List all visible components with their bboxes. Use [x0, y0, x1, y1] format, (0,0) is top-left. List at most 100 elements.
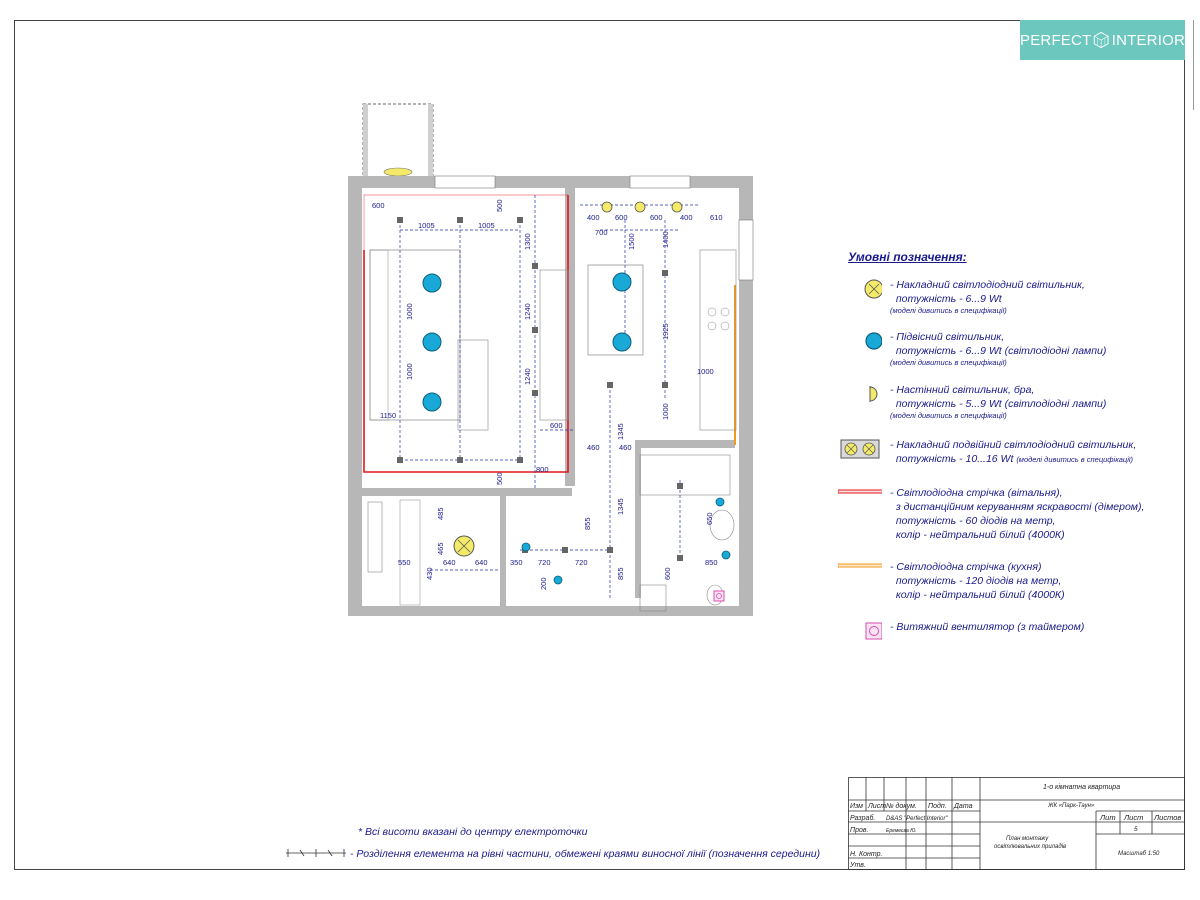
stamp-complex: ЖК «Парк-Таун» [1047, 803, 1095, 809]
dim-label: 460 [619, 443, 632, 452]
exhaust-fan-icon [865, 622, 882, 640]
wall-partition [565, 176, 575, 486]
dim-label: 465 [436, 542, 445, 555]
led-strip-red-icon [838, 489, 882, 494]
dim-label: 1345 [616, 498, 625, 515]
dim-label: 1000 [405, 303, 414, 320]
double-light-icon [840, 439, 880, 459]
dim-label: 1925 [661, 323, 670, 340]
pendant-light-icon [865, 332, 882, 350]
stamp-title-1: План монтажу [1006, 836, 1049, 842]
dim-label: 500 [495, 472, 504, 485]
dim-label: 1240 [523, 368, 532, 385]
stamp-project: 1-о кімнатна квартира [1043, 783, 1120, 791]
legend-text: - Світлодіодна стрічка (кухня) потужніст… [890, 561, 1065, 601]
legend-text: - Підвісний світильник, потужність - 6..… [890, 331, 1107, 357]
led-strip-living [363, 195, 569, 473]
dim-label: 1000 [405, 363, 414, 380]
dim-label: 640 [475, 558, 488, 567]
stamp-role: Пров. [850, 827, 869, 834]
legend-text: - Накладний подвійний світлодіодний світ… [890, 439, 1137, 465]
dim-label: 350 [510, 558, 523, 567]
stamp-role: Н. Контр. [850, 851, 882, 858]
dim-label: 400 [587, 213, 600, 222]
washing-machine [639, 584, 667, 612]
dim-label: 600 [372, 201, 385, 210]
pendant-light-icon [422, 332, 442, 352]
dim-label: 650 [705, 512, 714, 525]
stamp-checker: Еремеєва Ю. [886, 828, 917, 834]
stamp-title-2: освітлювальних приладів [994, 844, 1066, 850]
dim-label: 600 [615, 213, 628, 222]
balcony-wall-light-icon [383, 167, 413, 177]
wall-light-icon [869, 386, 878, 402]
stamp-sheet-header: Лит [1099, 813, 1116, 822]
kitchen-counter [699, 249, 737, 431]
dim-label: 500 [495, 199, 504, 212]
dim-label: 550 [398, 558, 411, 567]
title-block: 1-о кімнатна квартира ЖК «Парк-Таун» Изм… [848, 777, 1185, 870]
logo-text-right: INTERIOR [1111, 31, 1185, 49]
dim-label: 720 [575, 558, 588, 567]
dim-label: 460 [587, 443, 600, 452]
dim-label: 800 [536, 465, 549, 474]
dim-label: 600 [663, 567, 672, 580]
stamp-role: Утв. [849, 862, 866, 869]
dimension-lines [399, 195, 700, 600]
stamp-developer: D&AS "Perfect Interior" [886, 816, 948, 822]
legend-text: - Настінний світильник, бра, потужність … [890, 384, 1107, 410]
led-strip-orange-icon [838, 563, 882, 568]
pendant-light-icon [612, 332, 632, 352]
pendant-light-icon [612, 272, 632, 292]
stamp-scale: Масштаб 1:50 [1118, 851, 1160, 857]
surface-light-icon [671, 201, 683, 213]
dim-label: 1300 [523, 233, 532, 250]
surface-light-icon [864, 279, 882, 299]
stamp-header: № докум. [886, 802, 917, 810]
dim-label: 700 [595, 228, 608, 237]
dim-label: 430 [425, 567, 434, 580]
surface-light-icon [634, 201, 646, 213]
division-symbol-icon [286, 849, 346, 857]
dim-label: 1345 [616, 423, 625, 440]
note-division: - Розділення елемента на рівні частини, … [350, 848, 821, 860]
pendant-light-icon [422, 392, 442, 412]
stamp-sheet-header: Лист [1123, 813, 1143, 822]
stamp-header: Лист [867, 803, 886, 810]
dim-label: 1000 [661, 403, 670, 420]
dim-label: 1500 [627, 233, 636, 250]
pendant-light-icon [521, 542, 531, 552]
stamp-header: Подп. [928, 802, 947, 810]
dim-label: 720 [538, 558, 551, 567]
logo-text-left: PERFECT [1020, 31, 1092, 49]
bathtub [639, 454, 731, 496]
dim-label: 1150 [380, 411, 396, 420]
stamp-header: Изм [850, 803, 863, 810]
surface-light-icon [453, 535, 475, 557]
wall-bottom [348, 606, 753, 616]
pendant-light-icon [553, 575, 563, 585]
dim-label: 400 [680, 213, 693, 222]
dim-label: 640 [443, 558, 456, 567]
floor-plan: 600 1005 1005 500 1300 1000 1000 1240 12… [348, 103, 754, 616]
dimension-labels: 600 1005 1005 500 1300 1000 1000 1240 12… [372, 199, 723, 590]
stamp-sheet-number: 5 [1134, 826, 1138, 833]
dim-label: 855 [583, 517, 592, 530]
sofa-kitchen [587, 264, 644, 356]
legend-note: (моделі дивитись в специфікації) [890, 306, 1007, 315]
dim-label: 485 [436, 507, 445, 520]
sofa-living [369, 249, 461, 421]
stamp-header: Дата [953, 803, 973, 810]
logo-cube-icon [1094, 31, 1109, 49]
dim-label: 1005 [478, 221, 495, 230]
surface-light-icon [601, 201, 613, 213]
dim-label: 1005 [418, 221, 435, 230]
page-edge-marker [1193, 20, 1200, 110]
dim-label: 855 [616, 567, 625, 580]
legend-text: - Світлодіодна стрічка (вітальня), з дис… [890, 487, 1145, 541]
dim-label: 1000 [697, 367, 714, 376]
pendant-lights [422, 272, 731, 585]
dim-label: 600 [650, 213, 663, 222]
surface-lights [453, 201, 683, 557]
notes: * Всі висоти вказані до центру електрото… [280, 826, 840, 866]
